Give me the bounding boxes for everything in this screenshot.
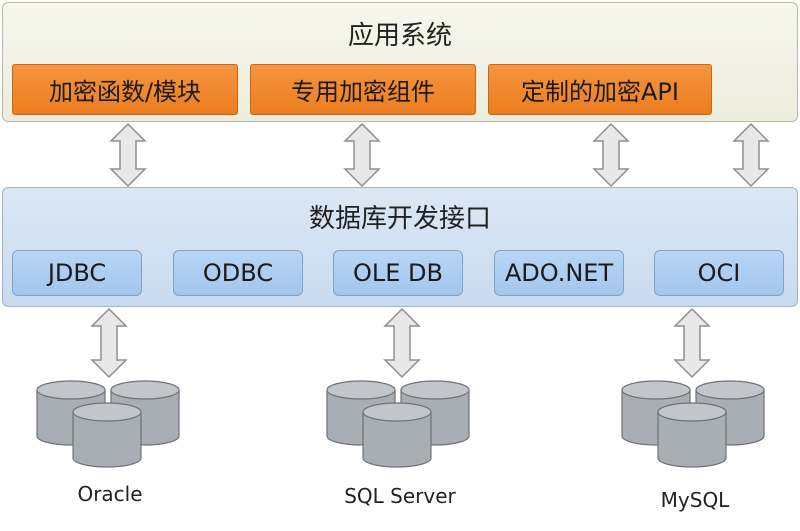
mysql-label: MySQL [660,488,730,512]
ole-db-box: OLE DB [333,250,463,296]
oracle-label: Oracle [77,482,143,506]
jdbc-box: JDBC [12,250,142,296]
double-arrow-icon [673,307,711,379]
database-interface-layer-title: 数据库开发接口 [308,204,491,234]
dedicated-encryption-component-box: 专用加密组件 [250,64,476,115]
custom-encryption-api-box: 定制的加密API [488,64,712,115]
sql-server-label: SQL Server [344,484,456,508]
oracle-database-cylinders-icon [36,380,180,468]
double-arrow-icon [90,307,128,379]
double-arrow-icon [732,122,770,188]
mysql-database-cylinders-icon [621,380,765,468]
ado-net-box: ADO.NET [494,250,624,296]
encryption-function-module-box: 加密函数/模块 [12,64,238,115]
double-arrow-icon [109,122,147,188]
double-arrow-icon [592,122,630,188]
application-layer-title: 应用系统 [347,21,452,51]
odbc-box: ODBC [173,250,303,296]
double-arrow-icon [343,122,381,188]
oci-box: OCI [654,250,784,296]
double-arrow-icon [383,307,421,379]
sql-server-database-cylinders-icon [326,380,470,468]
